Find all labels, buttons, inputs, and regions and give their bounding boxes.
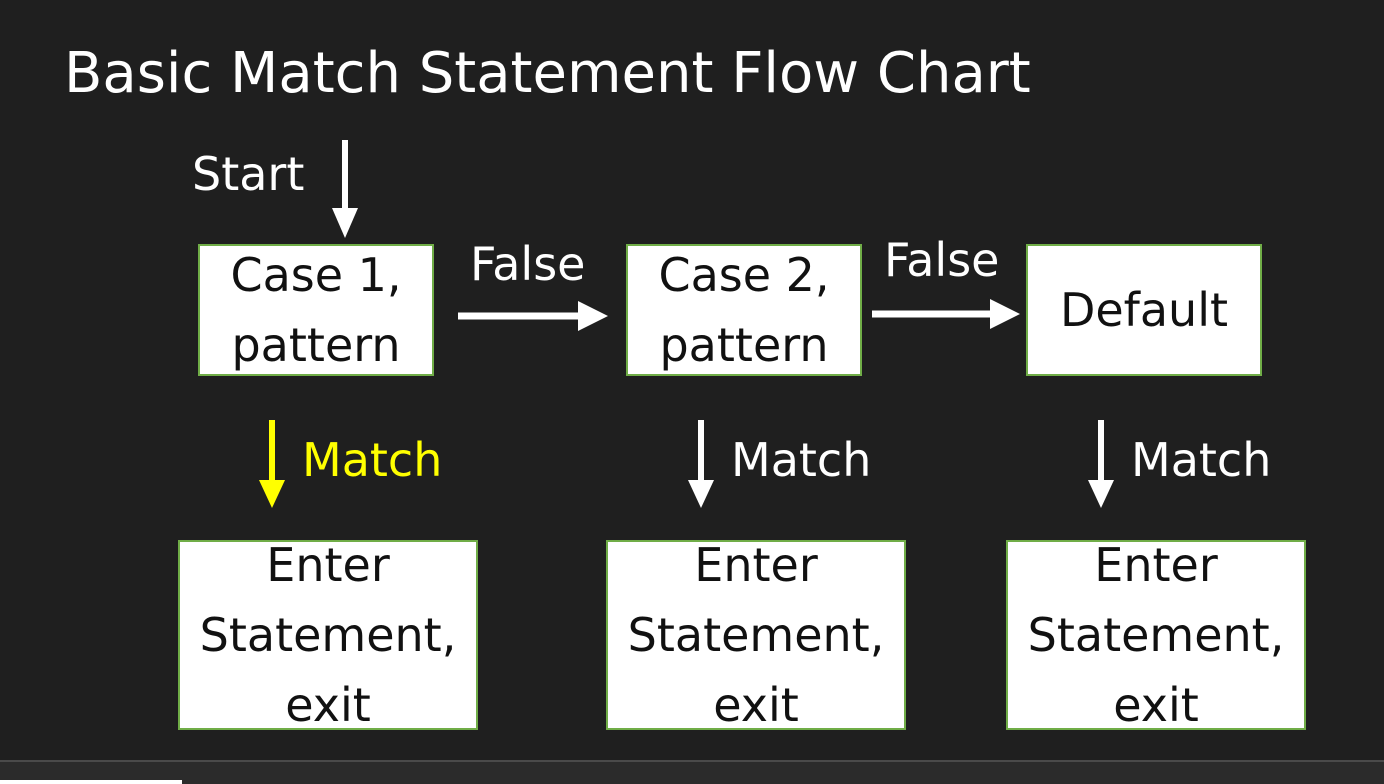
case-1-box: Case 1, pattern [198, 244, 434, 376]
progress-fill [0, 780, 182, 784]
slide: Basic Match Statement Flow Chart [64, 41, 1306, 730]
result-box-2: Enter Statement, exit [606, 540, 906, 730]
false-label-1: False [470, 237, 586, 291]
result-box-1: Enter Statement, exit [178, 540, 478, 730]
case-2-text: Case 2, pattern [658, 248, 830, 372]
match-label-3: Match [1131, 433, 1272, 487]
match-arrow-3 [1088, 420, 1114, 508]
video-progress-bar[interactable] [0, 760, 1384, 784]
start-arrow [332, 140, 358, 238]
match-arrow-1 [259, 420, 285, 508]
case-1-text: Case 1, pattern [230, 248, 402, 372]
result-2-text: Enter Statement, exit [627, 540, 885, 730]
result-3-text: Enter Statement, exit [1027, 540, 1285, 730]
false-arrow-1 [458, 301, 608, 331]
result-1-text: Enter Statement, exit [199, 540, 457, 730]
default-box: Default [1026, 244, 1262, 376]
false-label-2: False [884, 233, 1000, 287]
result-box-3: Enter Statement, exit [1006, 540, 1306, 730]
default-text: Default [1059, 283, 1229, 337]
start-label: Start [192, 147, 305, 201]
false-arrow-2 [872, 299, 1020, 329]
match-label-1: Match [302, 433, 443, 487]
match-label-2: Match [731, 433, 872, 487]
case-2-box: Case 2, pattern [626, 244, 862, 376]
slide-title: Basic Match Statement Flow Chart [64, 41, 1031, 106]
match-arrow-2 [688, 420, 714, 508]
